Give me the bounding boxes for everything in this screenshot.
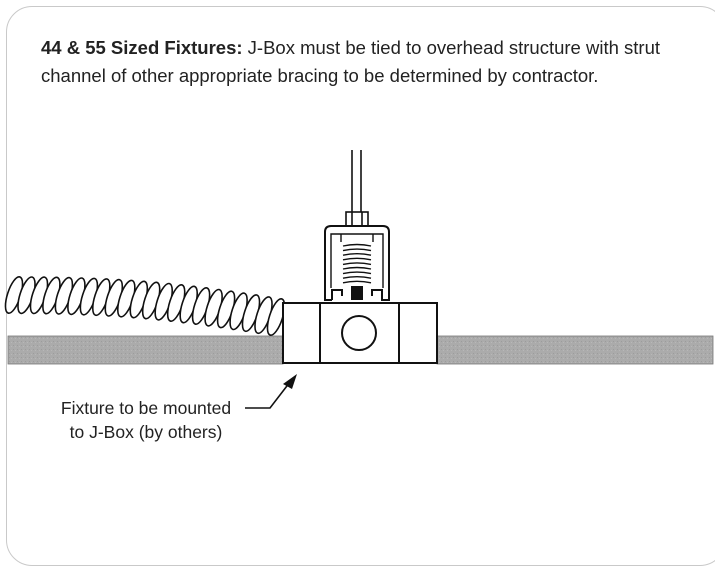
- threaded-rod-spring: [342, 243, 372, 284]
- spring-coil: [342, 271, 372, 275]
- spring-coil: [342, 243, 372, 247]
- caption-line-1: Fixture to be mounted: [60, 398, 232, 418]
- j-box: [282, 302, 438, 364]
- strut-channel: [324, 225, 390, 301]
- hex-nut: [345, 211, 369, 227]
- spring-coil: [342, 276, 372, 279]
- spring-coil: [342, 262, 372, 266]
- ceiling-band-left: [7, 335, 284, 365]
- note-body: J-Box must be tied to overhead structure…: [41, 37, 660, 86]
- spring-coil: [342, 253, 372, 256]
- fixture-caption: Fixture to be mounted to J-Box (by other…: [30, 396, 262, 444]
- note-heading: 44 & 55 Sized Fixtures:: [41, 37, 243, 58]
- spring-coil: [342, 257, 372, 261]
- arrowhead: [283, 374, 297, 389]
- ceiling-band-right: [436, 335, 714, 365]
- threaded-rod-stub: [351, 286, 363, 300]
- spring-coil: [342, 266, 372, 270]
- caption-line-2: to J-Box (by others): [69, 422, 223, 442]
- leader-arrow: [245, 381, 291, 409]
- spring-coil: [342, 248, 372, 252]
- installation-note: 44 & 55 Sized Fixtures: J-Box must be ti…: [41, 34, 681, 90]
- hanger-rod: [351, 150, 362, 213]
- flexible-conduit: [4, 276, 286, 336]
- spring-coil: [342, 280, 372, 284]
